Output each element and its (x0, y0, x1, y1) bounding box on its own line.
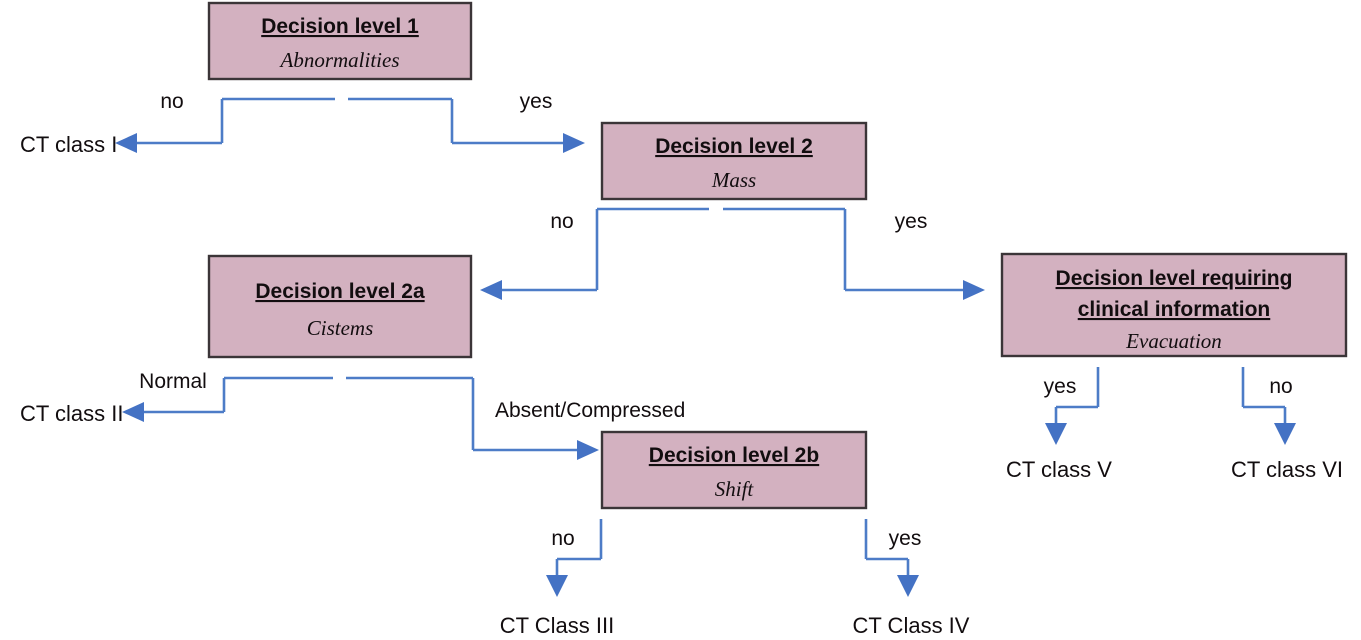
edge-label-level2-no: no (550, 210, 573, 233)
node-title-level2: Decision level 2 (655, 135, 813, 158)
outcome-label-ct-class-4: CT Class IV (853, 613, 970, 638)
outcome-label-ct-class-2: CT class II (20, 401, 124, 426)
arrowhead-class5 (1045, 423, 1067, 445)
edge-clinical-branch (1045, 367, 1296, 445)
edge-label-clinical-yes: yes (1044, 375, 1077, 398)
edge-label-level2a-absent: Absent/Compressed (495, 399, 685, 422)
node-box-level1 (207, 1, 473, 81)
arrowhead-level2 (563, 133, 585, 153)
node-subtitle-level1: Abnormalities (279, 48, 400, 72)
edge-label-level2-yes: yes (895, 210, 928, 233)
node-subtitle-level2b: Shift (715, 477, 755, 501)
arrowhead-level2b (577, 440, 599, 460)
node-decision-clinical-information[interactable]: Decision level requiring clinical inform… (1000, 252, 1348, 358)
node-subtitle-level2a: Cistems (307, 316, 374, 340)
node-decision-level-2a[interactable]: Decision level 2a Cistems (207, 254, 473, 359)
node-decision-level-2[interactable]: Decision level 2 Mass (600, 121, 868, 201)
edge-level2a-branch (122, 376, 599, 460)
node-decision-level-2b[interactable]: Decision level 2b Shift (600, 430, 868, 510)
node-title-clinical-line1: Decision level requiring (1056, 267, 1293, 290)
node-title-level1: Decision level 1 (261, 15, 419, 38)
node-title-level2a: Decision level 2a (255, 280, 425, 303)
edge-label-level1-yes: yes (520, 90, 553, 113)
edge-label-level2b-yes: yes (889, 527, 922, 550)
node-subtitle-clinical: Evacuation (1125, 329, 1222, 353)
node-title-level2b: Decision level 2b (649, 444, 819, 467)
outcome-label-ct-class-6: CT class VI (1231, 457, 1343, 482)
node-title-clinical-line2: clinical information (1078, 298, 1271, 321)
edge-level2b-branch (546, 519, 919, 597)
arrowhead-class1 (115, 133, 137, 153)
node-subtitle-level2: Mass (711, 168, 756, 192)
edge-level2-branch (480, 207, 985, 300)
arrowhead-class6 (1274, 423, 1296, 445)
arrowhead-class3 (546, 575, 568, 597)
node-box-level2 (600, 121, 868, 201)
edge-label-level2b-no: no (551, 527, 574, 550)
node-box-clinical (1000, 252, 1348, 358)
edge-label-clinical-no: no (1269, 375, 1292, 398)
outcome-label-ct-class-1: CT class I (20, 132, 117, 157)
node-box-level2b (600, 430, 868, 510)
node-decision-level-1[interactable]: Decision level 1 Abnormalities (207, 1, 473, 81)
edge-level1-branch (115, 97, 585, 153)
outcome-label-ct-class-5: CT class V (1006, 457, 1112, 482)
arrowhead-class4 (897, 575, 919, 597)
arrowhead-clinical (963, 280, 985, 300)
arrowhead-class2 (122, 402, 144, 422)
node-box-level2a (207, 254, 473, 359)
outcome-label-ct-class-3: CT Class III (500, 613, 615, 638)
arrowhead-level2a (480, 280, 502, 300)
edge-label-level1-no: no (160, 90, 183, 113)
edge-label-level2a-normal: Normal (139, 370, 207, 393)
